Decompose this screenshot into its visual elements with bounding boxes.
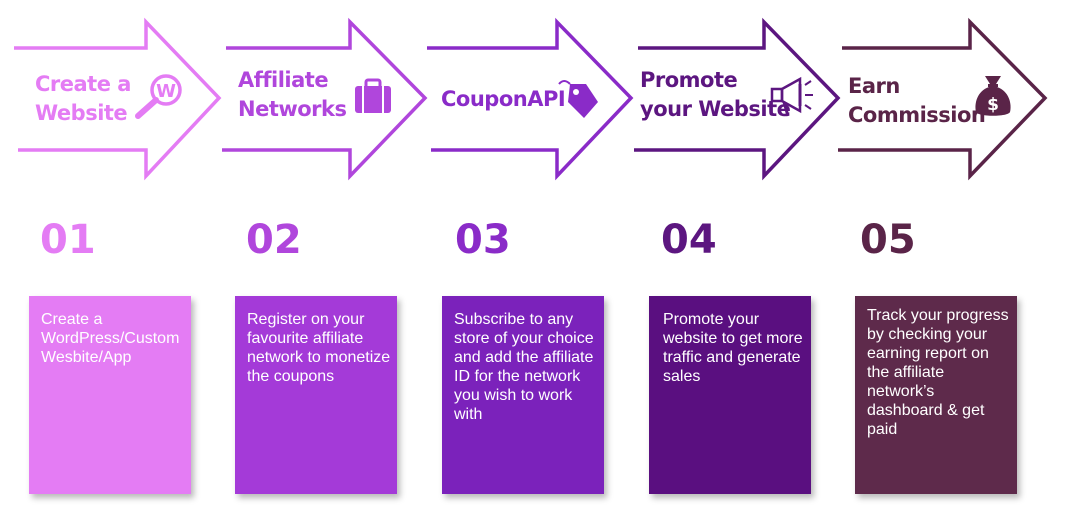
step-4-description: Promote your website to get more traffic… <box>663 311 803 385</box>
svg-text:W: W <box>156 81 176 102</box>
step-1-number: 01 <box>40 217 96 263</box>
step-3-card: Subscribe to any store of your choice an… <box>442 296 604 494</box>
briefcase-icon <box>355 78 391 113</box>
step-3-description: Subscribe to any store of your choice an… <box>454 311 594 423</box>
step-2-description: Register on your favourite affiliate net… <box>247 311 391 385</box>
step-4-number: 04 <box>661 217 717 263</box>
step-5-card: Track your progress by checking your ear… <box>855 296 1017 494</box>
arrow-3 <box>427 17 634 181</box>
arrow-4 <box>634 17 841 181</box>
arrow-1 <box>14 17 222 181</box>
step-4-card: Promote your website to get more traffic… <box>649 296 811 494</box>
step-3-title: CouponAPI <box>441 87 566 111</box>
step-1-description: Create a WordPress/Custom Wesbite/App <box>41 311 180 366</box>
step-1-card: Create a WordPress/Custom Wesbite/App <box>29 296 191 494</box>
price-tag-icon <box>558 80 598 118</box>
search-w-icon: W <box>135 74 182 119</box>
step-5-number: 05 <box>860 217 916 263</box>
step-5-description: Track your progress by checking your ear… <box>867 307 1009 438</box>
money-bag-icon: $ <box>975 76 1011 116</box>
step-2-number: 02 <box>246 217 302 263</box>
arrow-2 <box>222 17 428 181</box>
megaphone-icon <box>770 76 813 117</box>
svg-text:$: $ <box>987 95 999 115</box>
step-3-number: 03 <box>455 217 511 263</box>
step-2-card: Register on your favourite affiliate net… <box>235 296 397 494</box>
arrow-5 <box>838 17 1048 181</box>
